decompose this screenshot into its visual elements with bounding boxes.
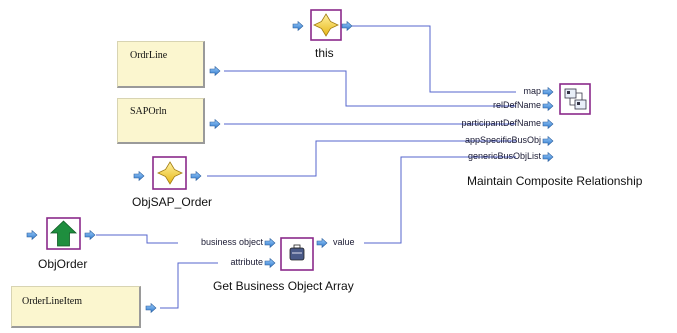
this-caption: this [315,46,334,60]
array-icon [289,244,305,261]
saporln-label: SAPOrln [130,106,167,117]
objsap-output-port-icon[interactable] [190,171,202,181]
connector-lines [96,25,516,309]
star-icon [313,13,339,37]
business-object-port-icon[interactable] [264,238,276,248]
this-output-port-icon[interactable] [341,21,353,31]
relationship-icon [564,88,587,110]
star-icon [157,161,183,185]
objsap-order-caption: ObjSAP_Order [132,195,213,209]
genericbusobjlist-port-icon[interactable] [542,152,554,162]
connector-value-genericbusobjlist [364,156,516,244]
saporln-variable[interactable] [209,119,221,129]
saporln-box[interactable]: SAPOrln [117,98,205,144]
attribute-port-label: attribute [230,257,263,267]
this-node[interactable] [292,9,353,41]
genericbusobjlist-port-label: genericBusObjList [467,151,541,161]
ordrline-output-port-icon[interactable] [209,66,221,76]
objorder-node[interactable] [26,217,96,250]
map-port-icon[interactable] [542,87,554,97]
objsap-input-port-icon[interactable] [133,171,145,181]
appspecificbusobj-port-icon[interactable] [542,136,554,146]
value-port-label: value [333,237,355,247]
connector-orderlineitem-attribute [160,262,218,309]
objorder-input-port-icon[interactable] [26,230,38,240]
saporln-output-port-icon[interactable] [209,119,221,129]
orderlineitem-label: OrderLineItem [22,296,82,307]
value-output-port-icon[interactable] [316,238,328,248]
map-port-label: map [523,86,541,96]
get-business-object-array-node[interactable] [264,237,328,271]
connector-objorder-businessobject [96,234,178,244]
objsap-order-node[interactable] [133,156,202,190]
maintain-composite-relationship-node[interactable] [542,83,591,162]
appspecificbusobj-port-label: appSpecificBusObj [464,135,541,145]
maintain-composite-relationship-caption: Maintain Composite Relationship [467,174,643,188]
reldefname-port-label: relDefName [492,100,541,110]
reldefname-port-icon[interactable] [542,101,554,111]
connector-this-map [352,25,516,93]
attribute-port-icon[interactable] [264,258,276,268]
connector-objsap-appspecificbusobj [207,140,516,177]
objorder-caption: ObjOrder [38,257,88,271]
orderlineitem-variable[interactable] [145,303,157,313]
orderlineitem-box[interactable]: OrderLineItem [11,286,141,328]
orderlineitem-output-port-icon[interactable] [145,303,157,313]
ordrline-variable[interactable] [209,66,221,76]
participantdefname-port-label: participantDefName [461,118,541,128]
objorder-output-port-icon[interactable] [84,230,96,240]
participantdefname-port-icon[interactable] [542,119,554,129]
business-object-port-label: business object [200,237,263,247]
ordrline-label: OrdrLine [130,50,168,61]
this-input-port-icon[interactable] [292,21,304,31]
get-business-object-array-caption: Get Business Object Array [213,279,354,293]
up-arrow-icon [50,220,77,247]
connector-ordrline-reldefname [224,70,516,107]
ordrline-box[interactable]: OrdrLine [117,41,205,88]
